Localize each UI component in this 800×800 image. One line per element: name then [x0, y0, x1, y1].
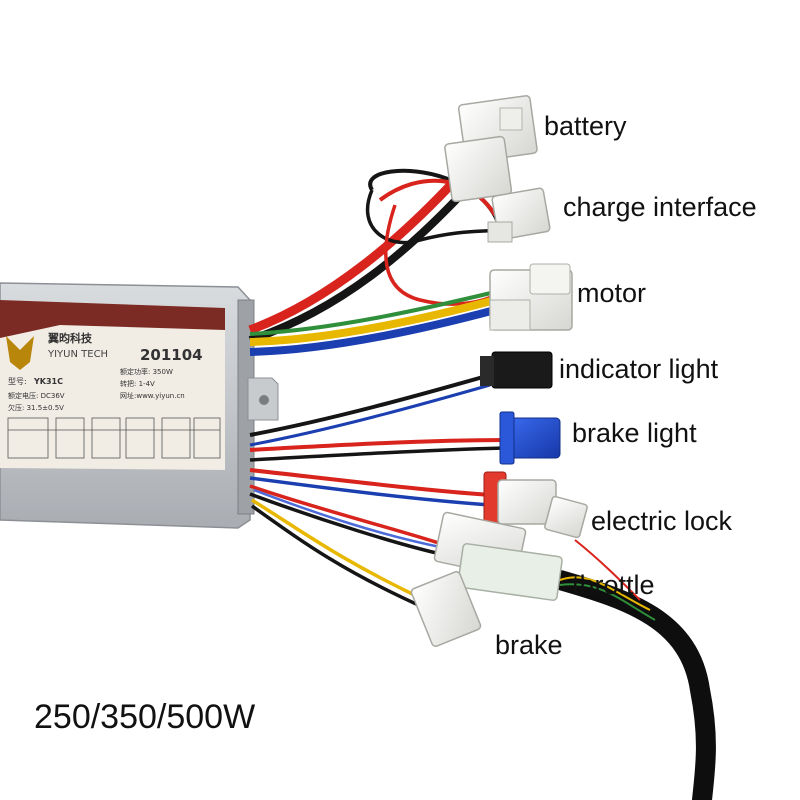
label-battery: battery: [544, 111, 627, 141]
plate-website: 网址:www.yiyun.cn: [120, 391, 185, 400]
label-charge-interface: charge interface: [563, 192, 757, 222]
motor-connector: [489, 263, 573, 331]
label-brake: brake: [495, 630, 563, 660]
plate-brand-en: YIYUN TECH: [47, 349, 108, 360]
label-throttle: throttle: [572, 570, 655, 600]
plate-code: 201104: [140, 346, 203, 364]
plate-model-prefix: 型号:: [8, 377, 27, 386]
battery-connector: [444, 95, 538, 203]
controller-housing: 翼昀科技 YIYUN TECH 型号: YK31C 201104 额定电压: D…: [0, 282, 279, 529]
plate-undervoltage: 欠压: 31.5±0.5V: [8, 403, 64, 412]
charge-interface-connector: [487, 187, 551, 243]
plate-brand-cn: 翼昀科技: [47, 331, 93, 345]
motor-wires: [249, 290, 497, 356]
plate-rated-power: 额定功率: 350W: [120, 367, 173, 376]
label-indicator-light: indicator light: [559, 354, 719, 384]
brake-light-connector: [499, 411, 561, 465]
battery-wires: [248, 171, 473, 344]
throttle-connector: [433, 511, 563, 601]
brake-connector: [410, 570, 482, 648]
controller-label-plate: 翼昀科技 YIYUN TECH 型号: YK31C 201104 额定电压: D…: [0, 300, 225, 470]
electric-lock-connector: [483, 471, 588, 539]
label-motor: motor: [577, 278, 647, 308]
plate-throttle-range: 转把: 1-4V: [120, 379, 155, 388]
plate-model: YK31C: [33, 377, 63, 386]
indicator-light-connector: [480, 351, 553, 389]
power-rating: 250/350/500W: [34, 698, 256, 736]
plate-rated-voltage: 额定电压: DC36V: [8, 391, 65, 400]
label-electric-lock: electric lock: [591, 506, 733, 536]
label-brake-light: brake light: [572, 418, 697, 448]
